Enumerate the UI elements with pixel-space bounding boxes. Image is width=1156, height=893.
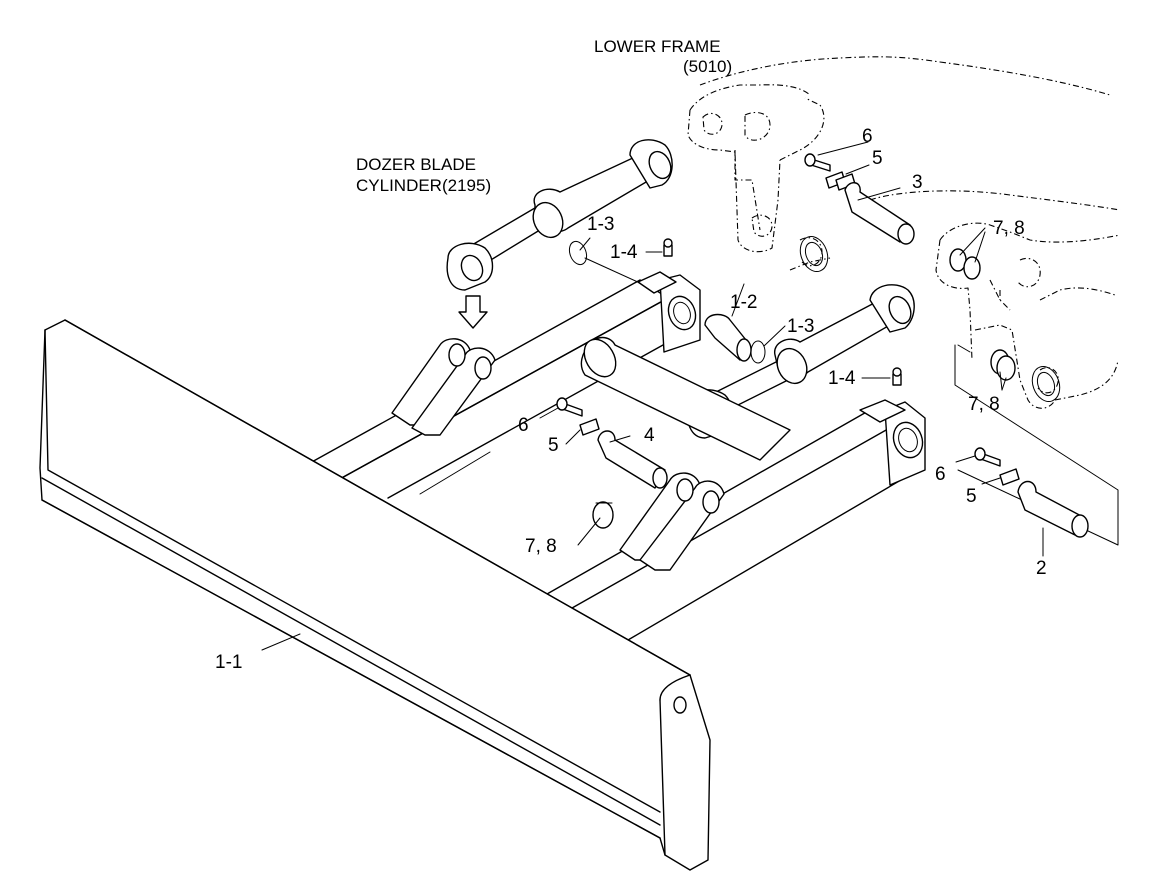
leader-lines [261, 141, 1044, 651]
plate-right [999, 468, 1020, 486]
dozer-blade-cylinder-left [446, 139, 673, 291]
callout-oring-upper: 1-3 [587, 214, 614, 235]
shim-upper [949, 248, 981, 280]
callout-bolt-center: 6 [518, 415, 529, 436]
callout-shim-right: 7, 8 [968, 394, 1000, 415]
pin-2 [1017, 480, 1089, 538]
callout-oring-right: 1-3 [787, 316, 814, 337]
lower-frame-outline [687, 56, 1121, 409]
shim-right [990, 349, 1016, 381]
callout-grease-upper: 1-4 [610, 242, 638, 263]
cylinder-title: DOZER BLADE [356, 155, 476, 174]
callout-shim-upper: 7, 8 [993, 218, 1025, 239]
direction-arrow [458, 295, 488, 329]
grease-nipple-upper [663, 238, 673, 257]
bushing [704, 313, 766, 364]
callout-grease-right: 1-4 [828, 368, 856, 389]
callout-plate-upper: 5 [872, 148, 883, 169]
callout-bolt-right: 6 [935, 464, 946, 485]
callout-bushing: 1-2 [730, 292, 757, 313]
callout-pin-2: 2 [1036, 558, 1047, 579]
callout-plate-right: 5 [966, 486, 977, 507]
lower-frame-ref: (5010) [683, 57, 732, 76]
blade-frame [309, 271, 926, 641]
callout-blade: 1-1 [215, 652, 242, 673]
callout-plate-center: 5 [548, 435, 559, 456]
callout-pin-4: 4 [644, 425, 655, 446]
bolt-upper [804, 153, 831, 172]
callout-pin-3: 3 [912, 172, 923, 193]
plate-center [579, 418, 600, 436]
dozer-blade [39, 319, 711, 871]
shim-center [592, 501, 614, 529]
grease-nipple-right [892, 367, 902, 386]
oring-upper [568, 240, 588, 266]
bolt-center [556, 397, 583, 417]
frame-pin-housing-lower [1031, 366, 1061, 402]
cylinder-ref: CYLINDER(2195) [356, 176, 491, 195]
callout-bolt-upper: 6 [862, 126, 873, 147]
lower-frame-title: LOWER FRAME [594, 37, 721, 56]
bolt-right [974, 447, 1001, 467]
pin-4 [597, 430, 668, 489]
frame-pin-housing-upper [799, 236, 829, 272]
pin-3 [844, 182, 915, 245]
callout-shim-center: 7, 8 [525, 536, 557, 557]
